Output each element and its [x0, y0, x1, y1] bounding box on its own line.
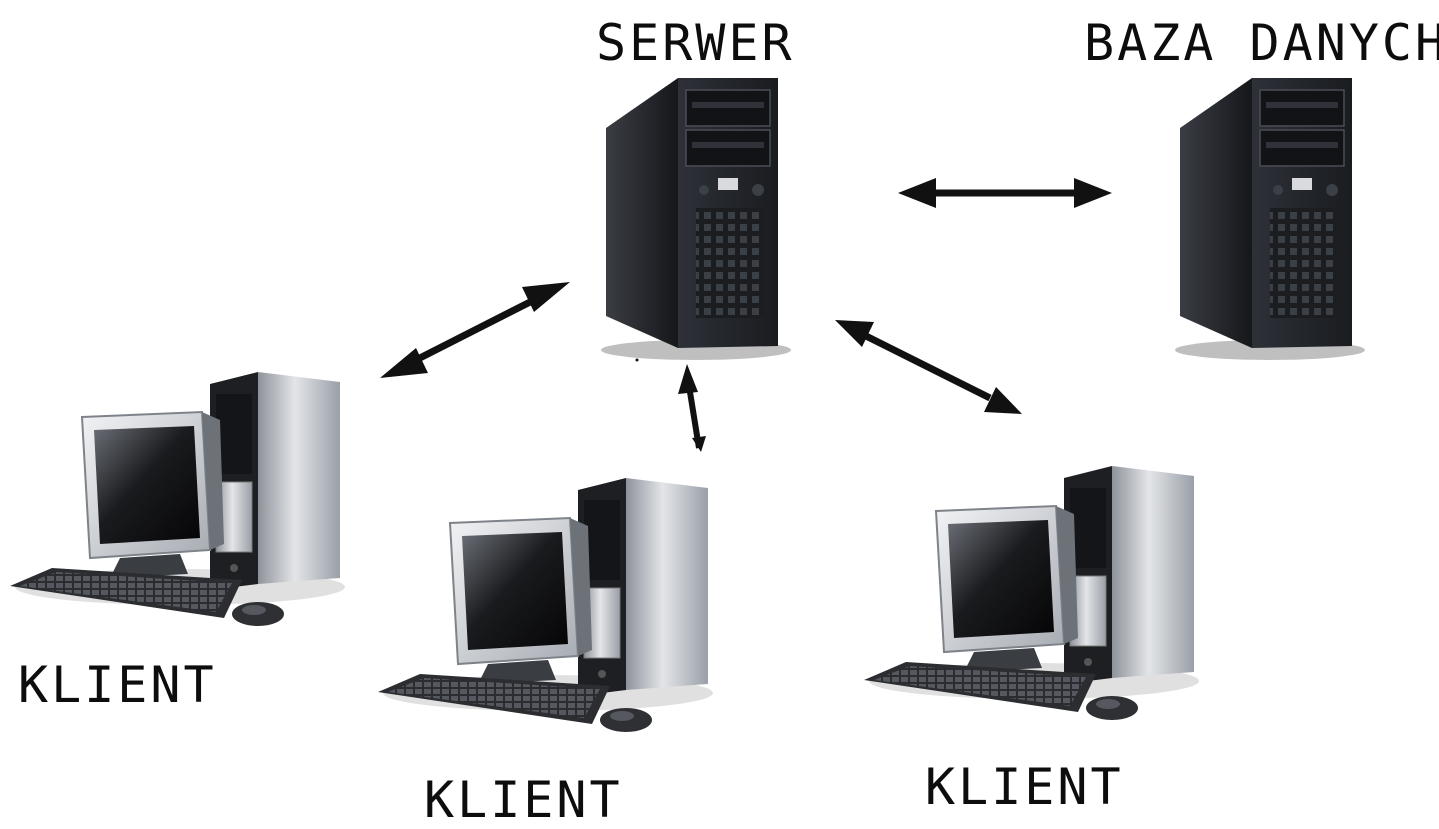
client-label: KLIENT — [925, 758, 1124, 816]
database-label: BAZA DANYCH — [1084, 14, 1439, 72]
connection-arrow — [835, 320, 1022, 414]
client-label: KLIENT — [424, 771, 623, 829]
server-tower-icon — [600, 77, 792, 361]
server-label: SERWER — [596, 14, 795, 72]
client-computer-icon — [377, 477, 714, 733]
client-computer-icon — [9, 371, 346, 627]
client-computer-icon — [863, 465, 1200, 721]
connection-arrow — [380, 282, 570, 378]
client-label: KLIENT — [18, 656, 217, 714]
database-tower-icon — [1174, 77, 1366, 361]
connection-arrow — [635, 358, 706, 452]
connection-arrow — [898, 178, 1112, 208]
